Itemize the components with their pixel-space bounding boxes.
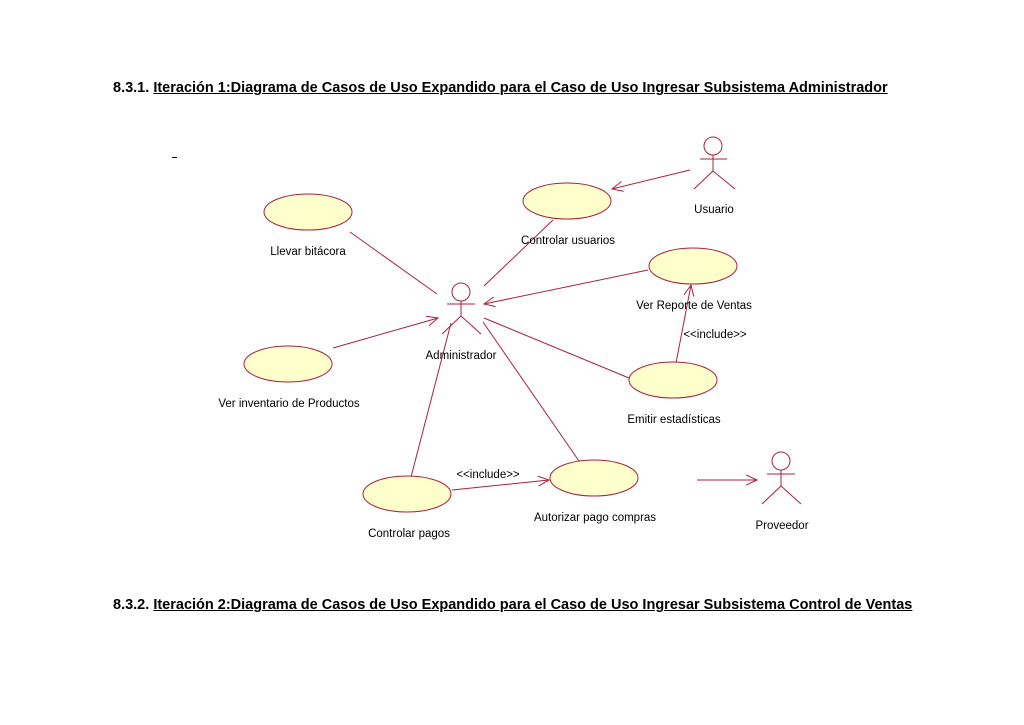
stick-figure-icon bbox=[693, 136, 736, 190]
assoc-admin-autorizar bbox=[482, 321, 580, 462]
stick-figure-icon bbox=[761, 451, 802, 505]
use-case-ver-reporte-ventas: Ver Reporte de Ventas bbox=[636, 247, 752, 312]
section-title: Iteración 2:Diagrama de Casos de Uso Exp… bbox=[153, 597, 913, 613]
stray-mark bbox=[172, 157, 177, 158]
stick-figure-icon bbox=[441, 282, 482, 335]
assoc-admin-usuarios bbox=[483, 219, 554, 287]
section-number: 8.3.1. bbox=[113, 80, 150, 96]
assoc-admin-bitacora bbox=[349, 231, 438, 295]
section-title: Iteración 1:Diagrama de Casos de Uso Exp… bbox=[153, 80, 888, 96]
include-label: <<include>> bbox=[456, 469, 520, 481]
use-case-label: Ver inventario de Productos bbox=[218, 398, 360, 410]
assoc-usuario-usuarios bbox=[612, 169, 691, 189]
use-case-label: Llevar bitácora bbox=[270, 246, 346, 258]
use-case-controlar-usuarios: Controlar usuarios bbox=[521, 182, 615, 247]
assoc-inventario-admin bbox=[332, 318, 438, 349]
assoc-admin-estadisticas bbox=[483, 317, 630, 379]
assoc-admin-pagos bbox=[410, 322, 452, 478]
section-number: 8.3.2. bbox=[113, 597, 150, 613]
assoc-admin-reporte bbox=[484, 269, 649, 304]
use-case-label: Autorizar pago compras bbox=[534, 512, 656, 524]
use-case-label: Controlar usuarios bbox=[521, 235, 615, 247]
use-case-controlar-pagos: Controlar pagos bbox=[362, 475, 452, 540]
use-case-emitir-estadisticas: Emitir estadísticas bbox=[627, 361, 721, 426]
use-case-label: Ver Reporte de Ventas bbox=[636, 300, 752, 312]
section-heading-8-3-1: 8.3.1. Iteración 1:Diagrama de Casos de … bbox=[113, 80, 888, 96]
use-case-label: Controlar pagos bbox=[368, 528, 450, 540]
include-estadisticas-reporte bbox=[675, 285, 691, 364]
actor-administrador: Administrador bbox=[426, 282, 497, 362]
actor-usuario: Usuario bbox=[693, 136, 736, 216]
actor-label: Administrador bbox=[426, 350, 497, 362]
include-pagos-autorizar bbox=[451, 480, 549, 491]
include-label: <<include>> bbox=[683, 329, 747, 341]
use-case-autorizar-pago: Autorizar pago compras bbox=[534, 459, 656, 524]
actor-label: Usuario bbox=[694, 204, 734, 216]
use-case-label: Emitir estadísticas bbox=[627, 414, 721, 426]
actor-label: Proveedor bbox=[755, 520, 808, 532]
actor-proveedor: Proveedor bbox=[755, 451, 809, 532]
section-heading-8-3-2: 8.3.2. Iteración 2:Diagrama de Casos de … bbox=[113, 597, 912, 613]
use-case-llevar-bitacora: Llevar bitácora bbox=[263, 193, 353, 258]
use-case-ver-inventario: Ver inventario de Productos bbox=[218, 345, 360, 410]
